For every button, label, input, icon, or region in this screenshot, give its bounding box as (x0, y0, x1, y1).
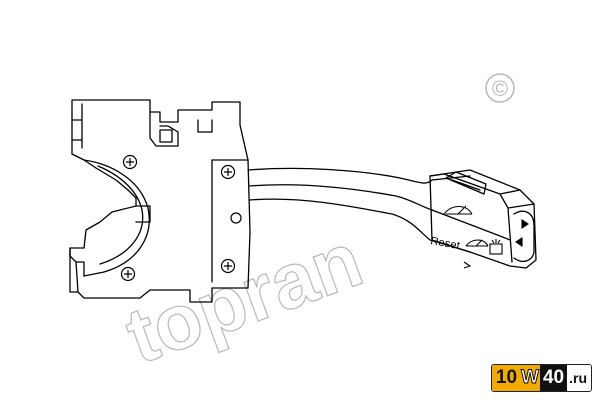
screw-icon (230, 212, 242, 224)
screw-icon (120, 266, 136, 282)
badge-letter: W (520, 365, 540, 391)
site-logo-badge: 10 W 40 .ru (490, 364, 592, 392)
watermark: topran © (114, 73, 515, 381)
lever-symbols (443, 205, 529, 269)
screw-icon (220, 164, 236, 180)
wiper-icon (465, 239, 489, 247)
stalk-lower-edge (249, 198, 471, 253)
screw-icon (220, 258, 236, 274)
housing-left-edge (71, 103, 83, 149)
screws (120, 154, 242, 282)
column-left-bracket (69, 247, 85, 293)
arrow-icon (463, 261, 472, 269)
wiper-icon (443, 205, 473, 215)
arrow-icon (515, 218, 529, 248)
lever-head-right-face (499, 193, 535, 263)
badge-number-1: 10 (491, 365, 521, 391)
switch-body (69, 99, 537, 303)
housing-top-step (197, 119, 213, 133)
housing-top-notch (149, 111, 179, 147)
washer-icon (489, 239, 503, 255)
stalk-upper-edge (247, 167, 471, 184)
lever-head-top-face (429, 173, 521, 195)
rocker-button-ridge (451, 179, 481, 191)
housing-tab (159, 129, 173, 143)
lever-head-outline (429, 169, 537, 269)
badge-number-2: 40 (539, 365, 568, 391)
stalk-mid-line (249, 184, 433, 211)
copyright-symbol: © (492, 76, 508, 101)
end-cap-ring (513, 210, 535, 263)
copyright-ring (485, 73, 515, 103)
screw-icon (122, 154, 138, 170)
watermark-brand-text: topran (115, 215, 373, 381)
column-opening-tab (135, 205, 151, 223)
housing-outline (69, 99, 251, 303)
rocker-button (445, 171, 487, 195)
housing-side-plate (211, 159, 249, 283)
column-opening-arc-inner (97, 165, 144, 265)
reset-label: Reset (429, 235, 460, 252)
badge-tld: .ru (567, 365, 591, 391)
lever-head-front-edge (431, 209, 511, 241)
column-opening-arc (83, 159, 150, 277)
